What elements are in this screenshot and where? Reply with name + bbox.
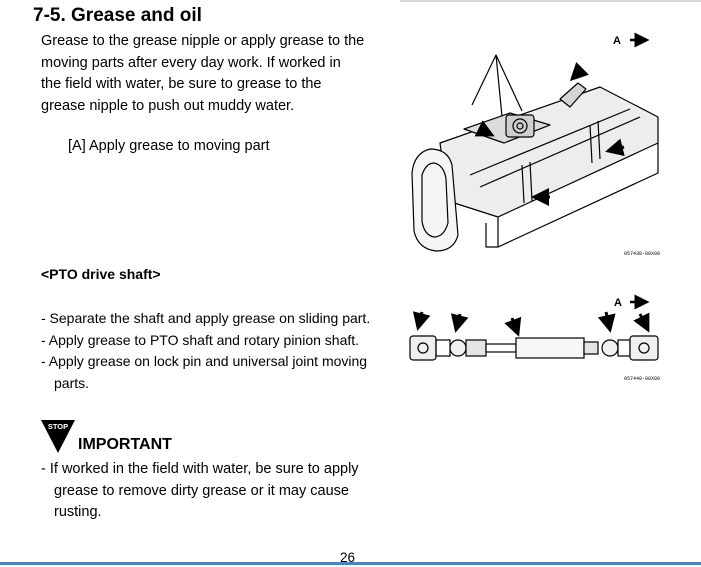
figure-code: 057438-00X00	[624, 251, 660, 257]
rotary-tiller-illustration: A 057438-00X00	[411, 32, 660, 257]
important-title: IMPORTANT	[78, 436, 172, 453]
intro-paragraph: Grease to the grease nipple or apply gre…	[41, 31, 381, 117]
figure-label-a: A	[613, 35, 621, 47]
bullet-item: - Apply grease on lock pin and universal…	[41, 353, 368, 369]
bullet-item: - Apply grease to PTO shaft and rotary p…	[41, 331, 360, 348]
warning-line: grease to remove dirty grease or it may …	[54, 482, 349, 499]
stop-warning-icon: STOP	[41, 420, 75, 453]
intro-line: grease nipple to push out muddy water.	[41, 97, 295, 114]
stop-icon-label: STOP	[48, 422, 68, 431]
bullet-item: - Separate the shaft and apply grease on…	[41, 310, 371, 326]
important-text: - If worked in the field with water, be …	[41, 459, 359, 524]
intro-line: Grease to the grease nipple or apply gre…	[41, 33, 365, 49]
page-number: 26	[340, 550, 356, 565]
intro-line: moving parts after every day work. If wo…	[41, 54, 341, 71]
footer-divider	[0, 562, 701, 565]
bullet-item-continuation: parts.	[54, 374, 90, 391]
warning-line: - If worked in the field with water, be …	[41, 461, 359, 477]
header-divider	[400, 0, 701, 2]
figure-caption: [A] Apply grease to moving part	[68, 138, 270, 154]
figure-code: 057440-00X00	[624, 376, 660, 382]
figure-label-a: A	[614, 297, 622, 309]
pto-heading: <PTO drive shaft>	[41, 266, 161, 282]
warning-line: rusting.	[54, 504, 102, 520]
pto-shaft-illustration: A 057440-00X00	[409, 294, 660, 382]
pto-bullet-list: - Separate the shaft and apply grease on…	[41, 308, 370, 394]
section-title: 7-5. Grease and oil	[33, 5, 202, 26]
intro-line: the field with water, be sure to grease …	[41, 76, 322, 92]
